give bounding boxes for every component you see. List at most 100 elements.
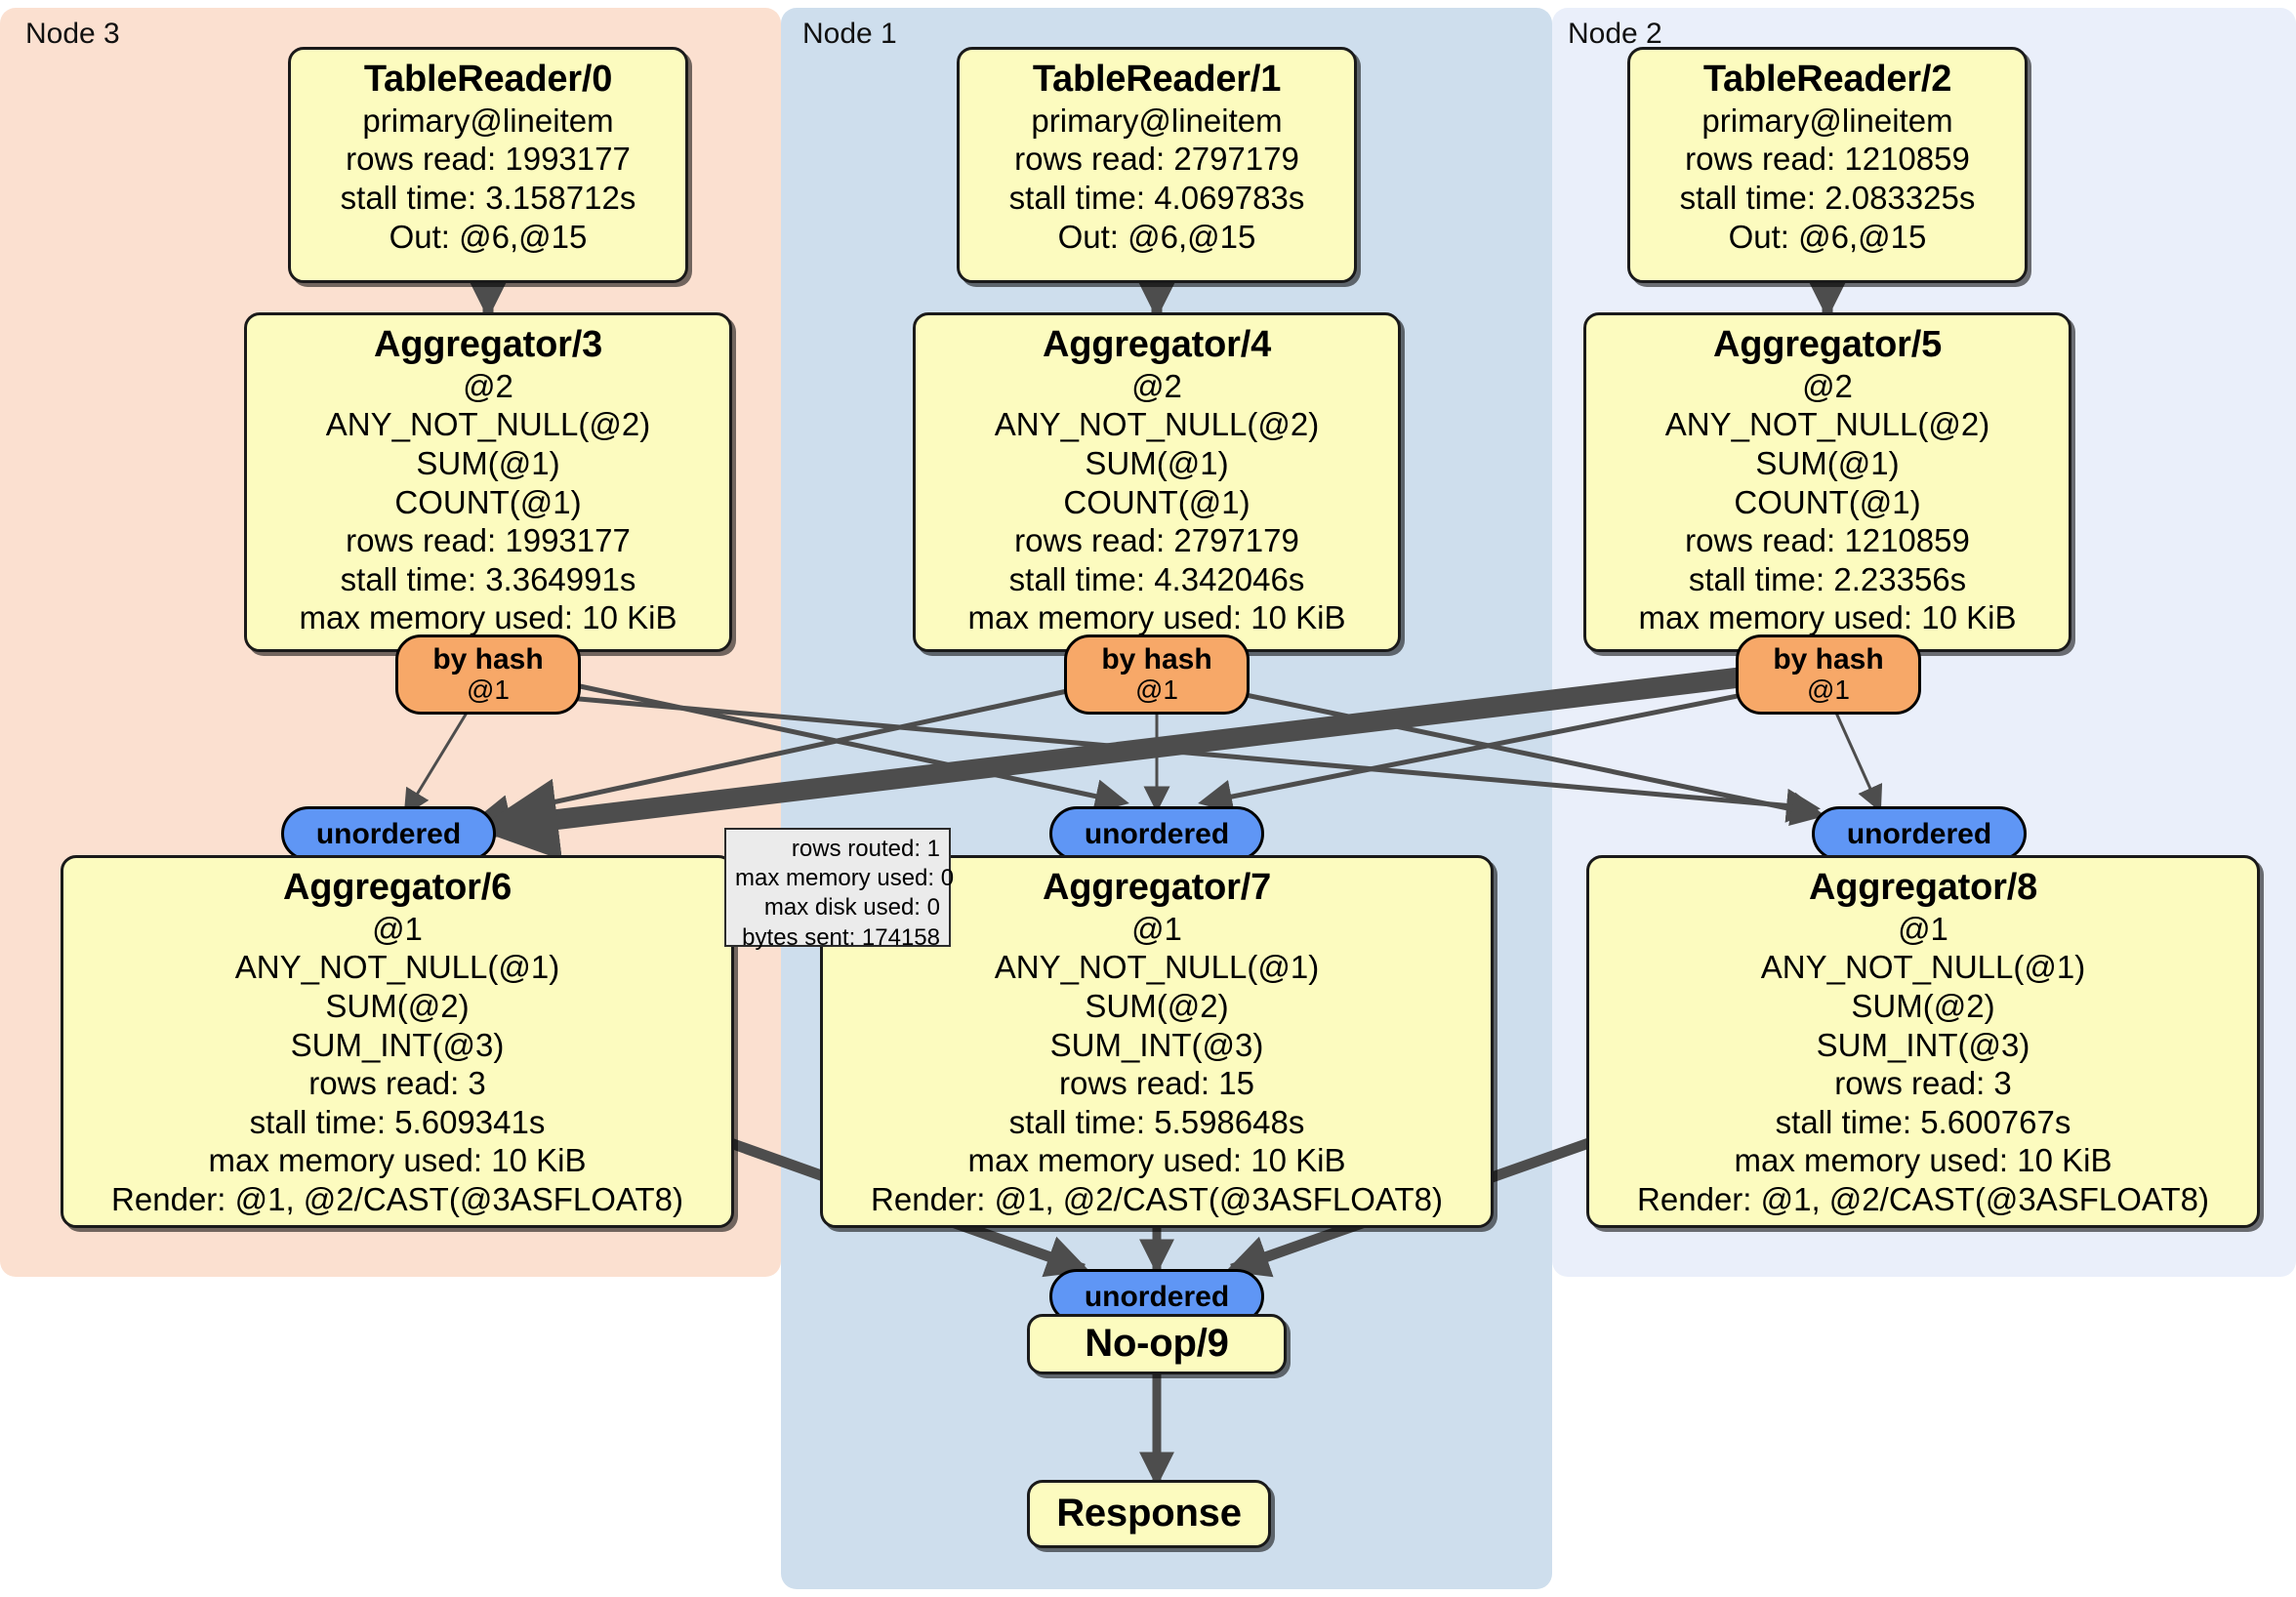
node-stall-time: stall time: 5.600767s [1775, 1103, 2071, 1140]
stat-rows-routed: rows routed: 1 [791, 836, 940, 862]
node-stall-time: stall time: 4.342046s [1008, 560, 1305, 597]
node-rows-read: rows read: 3 [1834, 1065, 2012, 1102]
node-stall-time: stall time: 3.364991s [340, 560, 636, 597]
unordered-stream-0[interactable]: unordered [281, 806, 496, 861]
node-out-columns: Out: @6,@15 [1057, 218, 1256, 255]
node-group-col: @1 [372, 910, 423, 947]
node-out-columns: Out: @6,@15 [389, 218, 588, 255]
table-reader-1-node[interactable]: TableReader/1 primary@lineitem rows read… [957, 47, 1357, 283]
aggregator-8-node[interactable]: Aggregator/8 @1 ANY_NOT_NULL(@1) SUM(@2)… [1586, 855, 2260, 1228]
table-reader-0-node[interactable]: TableReader/0 primary@lineitem rows read… [288, 47, 688, 283]
node-title: TableReader/2 [1702, 59, 1952, 100]
router-column-label: @1 [1135, 675, 1178, 706]
node-agg-func-3: COUNT(@1) [1063, 483, 1250, 520]
node-agg-func-1: ANY_NOT_NULL(@1) [234, 949, 560, 986]
node-rows-read: rows read: 3 [308, 1065, 486, 1102]
node-max-memory: max memory used: 10 KiB [967, 599, 1346, 636]
node-stall-time: stall time: 4.069783s [1008, 180, 1305, 217]
node-rows-read: rows read: 1210859 [1685, 141, 1970, 178]
node-stall-time: stall time: 5.609341s [249, 1103, 546, 1140]
stat-max-disk-used: max disk used: 0 [763, 894, 940, 921]
node-stall-time: stall time: 3.158712s [340, 180, 636, 217]
table-reader-2-node[interactable]: TableReader/2 primary@lineitem rows read… [1627, 47, 2028, 283]
node-render-expr: Render: @1, @2/CAST(@3ASFLOAT8) [111, 1180, 683, 1217]
node-panel-label-node1: Node 1 [802, 18, 897, 50]
node-max-memory: max memory used: 10 KiB [1638, 599, 2017, 636]
stream-kind-label: unordered [1084, 1280, 1230, 1313]
node-group-col: @1 [1898, 910, 1948, 947]
node-stall-time: stall time: 5.598648s [1008, 1103, 1305, 1140]
node-max-memory: max memory used: 10 KiB [208, 1142, 587, 1179]
node-group-col: @1 [1131, 910, 1182, 947]
router-column-label: @1 [1807, 675, 1850, 706]
node-table: primary@lineitem [362, 102, 614, 139]
node-title: Aggregator/6 [282, 867, 512, 908]
router-kind-label: by hash [1101, 643, 1212, 676]
node-agg-func-2: SUM(@1) [416, 445, 560, 482]
node-title: Aggregator/4 [1042, 324, 1272, 365]
node-rows-read: rows read: 1993177 [346, 522, 631, 559]
hash-router-1[interactable]: by hash @1 [1064, 635, 1250, 715]
response-node[interactable]: Response [1027, 1480, 1271, 1548]
node-agg-func-2: SUM(@2) [1851, 988, 1995, 1025]
node-title: TableReader/1 [1032, 59, 1282, 100]
node-group-col: @2 [463, 367, 513, 404]
unordered-stream-2[interactable]: unordered [1812, 806, 2027, 861]
node-rows-read: rows read: 2797179 [1014, 522, 1299, 559]
node-agg-func-3: COUNT(@1) [394, 483, 582, 520]
node-title: Response [1056, 1492, 1242, 1536]
node-agg-func-2: SUM(@2) [325, 988, 470, 1025]
node-group-col: @2 [1802, 367, 1853, 404]
node-title: No-op/9 [1085, 1322, 1229, 1366]
node-agg-func-3: SUM_INT(@3) [290, 1026, 505, 1063]
node-table: primary@lineitem [1031, 102, 1283, 139]
stream-kind-label: unordered [1084, 817, 1230, 850]
node-agg-func-2: SUM(@2) [1085, 988, 1229, 1025]
router-column-label: @1 [467, 675, 510, 706]
node-agg-func-2: SUM(@1) [1085, 445, 1229, 482]
node-agg-func-1: ANY_NOT_NULL(@2) [994, 406, 1320, 443]
aggregator-3-node[interactable]: Aggregator/3 @2 ANY_NOT_NULL(@2) SUM(@1)… [244, 312, 732, 652]
node-rows-read: rows read: 1993177 [346, 141, 631, 178]
node-panel-label-node2: Node 2 [1568, 18, 1662, 50]
node-agg-func-3: COUNT(@1) [1734, 483, 1921, 520]
stream-kind-label: unordered [1846, 817, 1992, 850]
node-group-col: @2 [1131, 367, 1182, 404]
node-title: Aggregator/8 [1808, 867, 2038, 908]
node-agg-func-3: SUM_INT(@3) [1049, 1026, 1264, 1063]
node-render-expr: Render: @1, @2/CAST(@3ASFLOAT8) [871, 1180, 1443, 1217]
hash-router-0[interactable]: by hash @1 [395, 635, 581, 715]
node-agg-func-1: ANY_NOT_NULL(@1) [994, 949, 1320, 986]
node-stall-time: stall time: 2.23356s [1688, 560, 1967, 597]
node-out-columns: Out: @6,@15 [1728, 218, 1927, 255]
node-agg-func-3: SUM_INT(@3) [1816, 1026, 2030, 1063]
node-agg-func-1: ANY_NOT_NULL(@2) [325, 406, 651, 443]
node-title: TableReader/0 [363, 59, 613, 100]
node-table: primary@lineitem [1702, 102, 1953, 139]
stat-bytes-sent: bytes sent: 174158 [742, 923, 940, 951]
node-max-memory: max memory used: 10 KiB [967, 1142, 1346, 1179]
node-panel-label-node3: Node 3 [25, 18, 120, 50]
aggregator-5-node[interactable]: Aggregator/5 @2 ANY_NOT_NULL(@2) SUM(@1)… [1583, 312, 2071, 652]
stat-max-memory-used: max memory used: 0 [735, 865, 955, 892]
node-agg-func-1: ANY_NOT_NULL(@2) [1664, 406, 1990, 443]
hash-router-2[interactable]: by hash @1 [1736, 635, 1921, 715]
node-render-expr: Render: @1, @2/CAST(@3ASFLOAT8) [1637, 1180, 2209, 1217]
router-stats-box: rows routed: 1 max memory used: 0 max di… [724, 828, 955, 951]
node-max-memory: max memory used: 10 KiB [1734, 1142, 2112, 1179]
router-kind-label: by hash [432, 643, 544, 676]
aggregator-6-node[interactable]: Aggregator/6 @1 ANY_NOT_NULL(@1) SUM(@2)… [61, 855, 734, 1228]
node-stall-time: stall time: 2.083325s [1679, 180, 1976, 217]
node-rows-read: rows read: 2797179 [1014, 141, 1299, 178]
no-op-9-node[interactable]: No-op/9 [1027, 1314, 1287, 1374]
node-title: Aggregator/7 [1042, 867, 1272, 908]
node-agg-func-1: ANY_NOT_NULL(@1) [1760, 949, 2086, 986]
node-max-memory: max memory used: 10 KiB [299, 599, 677, 636]
unordered-stream-1[interactable]: unordered [1049, 806, 1264, 861]
router-kind-label: by hash [1773, 643, 1884, 676]
aggregator-4-node[interactable]: Aggregator/4 @2 ANY_NOT_NULL(@2) SUM(@1)… [913, 312, 1401, 652]
node-rows-read: rows read: 15 [1059, 1065, 1254, 1102]
node-agg-func-2: SUM(@1) [1755, 445, 1900, 482]
stream-kind-label: unordered [315, 817, 462, 850]
